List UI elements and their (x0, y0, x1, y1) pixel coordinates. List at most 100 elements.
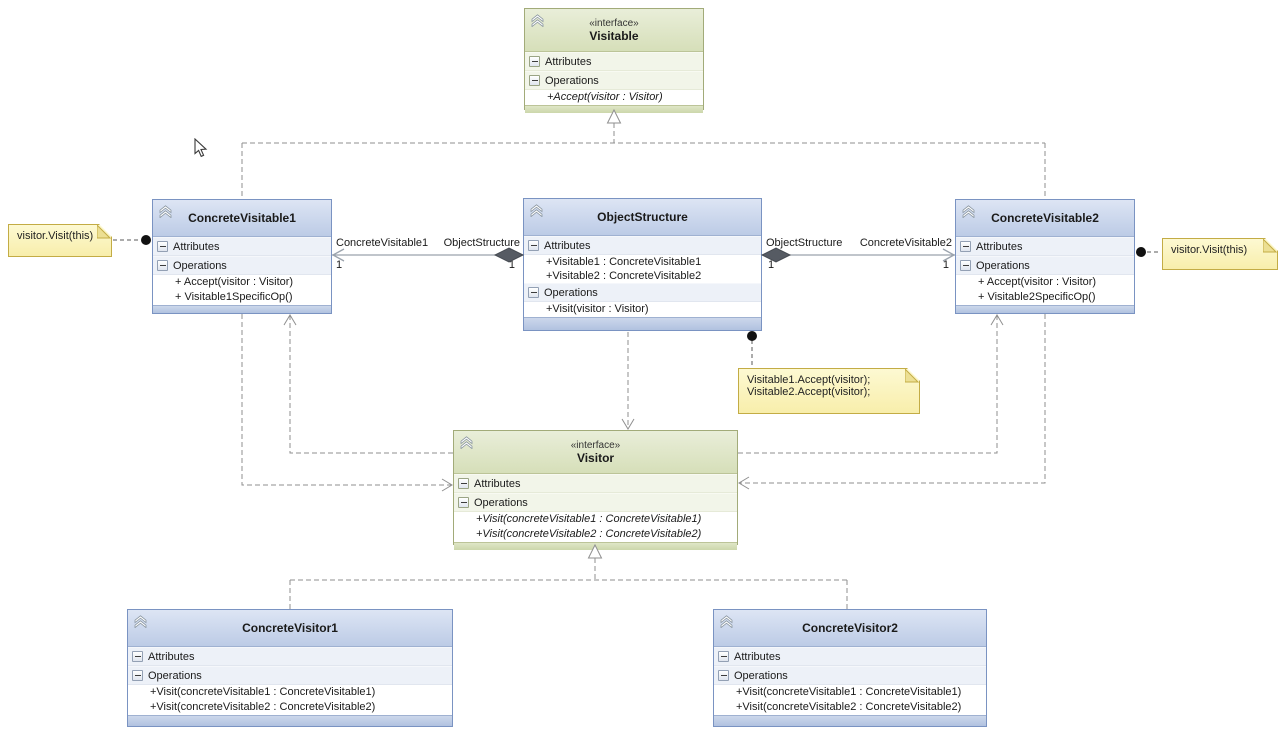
note-visitor-visit-this-right[interactable]: visitor.Visit(this) (1162, 238, 1278, 270)
class-title: ConcreteVisitable1 (188, 211, 296, 225)
operation[interactable]: + Accept(visitor : Visitor) (175, 276, 294, 288)
class-footer-bar (153, 305, 331, 313)
attribute[interactable]: +Visitable1 : ConcreteVisitable1 (546, 256, 702, 268)
collapse-minus-icon[interactable] (960, 241, 971, 252)
operation[interactable]: +Visit(concreteVisitable1 : ConcreteVisi… (150, 686, 376, 698)
stereotype-label: «interface» (589, 17, 639, 29)
multiplicity-label: 1 (942, 259, 949, 271)
operations-section[interactable]: Operations (153, 256, 331, 275)
dependency-concretevisitable1-visitor[interactable] (241, 314, 453, 492)
collapse-minus-icon[interactable] (528, 240, 539, 251)
class-footer-bar (956, 305, 1134, 313)
operations-section[interactable]: Operations (714, 666, 986, 685)
collapse-minus-icon[interactable] (528, 287, 539, 298)
collapse-chevron-icon[interactable] (459, 436, 474, 450)
note-text-line: Visitable2.Accept(visitor); (747, 386, 871, 398)
association-role-labels-left: ConcreteVisitable1 ObjectStructure (336, 237, 520, 249)
attributes-label: Attributes (173, 240, 220, 253)
collapse-minus-icon[interactable] (458, 497, 469, 508)
collapse-minus-icon[interactable] (458, 478, 469, 489)
collapse-minus-icon[interactable] (960, 260, 971, 271)
operations-label: Operations (545, 74, 599, 87)
class-box-concretevisitable1[interactable]: ConcreteVisitable1 Attributes Operations… (152, 199, 332, 314)
multiplicity-label: 1 (336, 259, 343, 271)
operations-section[interactable]: Operations (128, 666, 452, 685)
attributes-section[interactable]: Attributes (714, 647, 986, 666)
collapse-minus-icon[interactable] (132, 651, 143, 662)
operation[interactable]: + Visitable2SpecificOp() (978, 291, 1096, 303)
note-text-line: Visitable1.Accept(visitor); (747, 374, 871, 386)
collapse-chevron-icon[interactable] (719, 615, 734, 629)
operation[interactable]: +Visit(concreteVisitable1 : ConcreteVisi… (476, 513, 702, 525)
collapse-chevron-icon[interactable] (158, 205, 173, 219)
role-label: ObjectStructure (766, 237, 843, 249)
collapse-chevron-icon[interactable] (529, 204, 544, 218)
open-arrowhead (621, 418, 635, 430)
attributes-section[interactable]: Attributes (956, 237, 1134, 256)
open-arrowhead (738, 476, 750, 490)
note-connector-left[interactable] (113, 235, 151, 245)
note-objectstructure-accept[interactable]: Visitable1.Accept(visitor); Visitable2.A… (738, 368, 920, 414)
collapse-minus-icon[interactable] (157, 241, 168, 252)
collapse-minus-icon[interactable] (718, 670, 729, 681)
attributes-label: Attributes (545, 55, 592, 68)
realization-visitor-connector[interactable] (289, 543, 848, 609)
operation[interactable]: +Visit(concreteVisitable2 : ConcreteVisi… (150, 701, 376, 713)
note-connector-middle[interactable] (747, 331, 757, 367)
note-text: visitor.Visit(this) (17, 230, 94, 242)
anchor-dot (1136, 247, 1146, 257)
attributes-label: Attributes (148, 650, 195, 663)
operations-section[interactable]: Operations (524, 283, 761, 302)
class-footer-bar (128, 715, 452, 726)
class-box-concretevisitor2[interactable]: ConcreteVisitor2 Attributes Operations +… (713, 609, 987, 727)
class-box-concretevisitor1[interactable]: ConcreteVisitor1 Attributes Operations +… (127, 609, 453, 727)
association-role-labels-right: ObjectStructure ConcreteVisitable2 (766, 237, 952, 249)
class-header: ObjectStructure (524, 199, 761, 236)
class-box-visitable[interactable]: «interface» Visitable Attributes Operati… (524, 8, 704, 113)
operations-section[interactable]: Operations (454, 493, 737, 512)
dependency-visitor-concretevisitable1[interactable] (283, 314, 453, 454)
operation[interactable]: +Visit(concreteVisitable1 : ConcreteVisi… (736, 686, 962, 698)
operation[interactable]: + Visitable1SpecificOp() (175, 291, 293, 303)
class-footer-bar (454, 542, 737, 550)
collapse-chevron-icon[interactable] (133, 615, 148, 629)
collapse-minus-icon[interactable] (529, 75, 540, 86)
attributes-label: Attributes (544, 239, 591, 252)
operation[interactable]: +Visit(concreteVisitable2 : ConcreteVisi… (736, 701, 962, 713)
attributes-section[interactable]: Attributes (525, 52, 703, 71)
collapse-minus-icon[interactable] (718, 651, 729, 662)
note-connector-right[interactable] (1136, 247, 1161, 257)
role-label: ObjectStructure (443, 237, 520, 249)
class-header: ConcreteVisitor2 (714, 610, 986, 647)
multiplicity-label: 1 (768, 259, 775, 271)
class-box-objectstructure[interactable]: ObjectStructure Attributes +Visitable1 :… (523, 198, 762, 331)
operation[interactable]: + Accept(visitor : Visitor) (978, 276, 1097, 288)
operation[interactable]: +Visit(visitor : Visitor) (546, 303, 649, 315)
collapse-minus-icon[interactable] (529, 56, 540, 67)
class-footer-bar (525, 105, 703, 113)
attributes-section[interactable]: Attributes (128, 647, 452, 666)
operations-section[interactable]: Operations (525, 71, 703, 90)
collapse-minus-icon[interactable] (157, 260, 168, 271)
operations-section[interactable]: Operations (956, 256, 1134, 275)
collapse-minus-icon[interactable] (132, 670, 143, 681)
operation[interactable]: +Accept(visitor : Visitor) (547, 91, 663, 103)
note-visitor-visit-this-left[interactable]: visitor.Visit(this) (8, 224, 112, 257)
class-title: ConcreteVisitor1 (242, 621, 338, 635)
collapse-chevron-icon[interactable] (530, 14, 545, 28)
role-label: ConcreteVisitable1 (336, 237, 429, 249)
attributes-section[interactable]: Attributes (524, 236, 761, 255)
attribute[interactable]: +Visitable2 : ConcreteVisitable2 (546, 270, 702, 282)
dependency-objectstructure-visitor[interactable] (621, 332, 635, 430)
class-box-concretevisitable2[interactable]: ConcreteVisitable2 Attributes Operations… (955, 199, 1135, 314)
attributes-section[interactable]: Attributes (153, 237, 331, 256)
collapse-chevron-icon[interactable] (961, 205, 976, 219)
attributes-section[interactable]: Attributes (454, 474, 737, 493)
class-box-visitor[interactable]: «interface» Visitor Attributes Operation… (453, 430, 738, 550)
role-label: ConcreteVisitable2 (859, 237, 952, 249)
operation[interactable]: +Visit(concreteVisitable2 : ConcreteVisi… (476, 528, 702, 540)
association-multiplicity-left: 1 1 (336, 259, 515, 271)
operations-label: Operations (544, 286, 598, 299)
realization-visitable-connector[interactable] (241, 108, 1046, 199)
class-title: ConcreteVisitor2 (802, 621, 898, 635)
